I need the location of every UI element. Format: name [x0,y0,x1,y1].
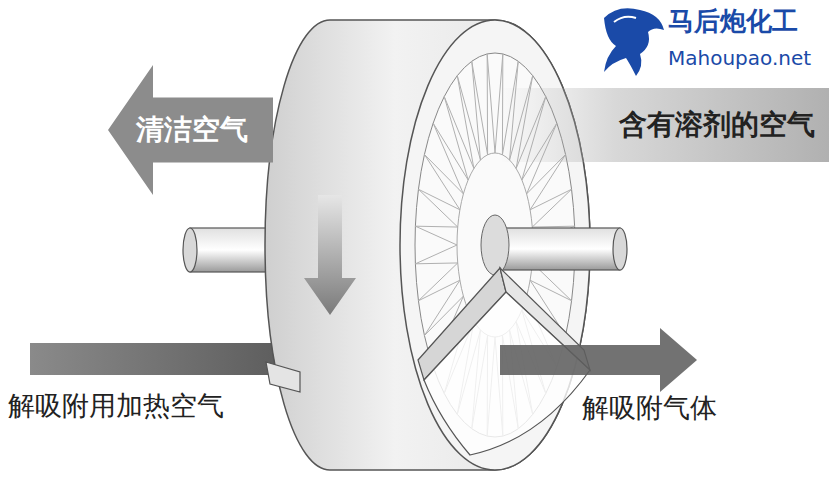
watermark: 马后炮化工 [668,4,798,39]
honeycomb-stroke [418,263,459,301]
honeycomb-stroke [472,61,488,160]
watermark-logo [614,17,636,22]
honeycomb-stroke [433,123,468,194]
flow-label: 解吸附用加热空气 [8,388,224,424]
shaft-end [183,228,197,272]
honeycomb-stroke [415,245,457,264]
flow-label: 解吸附气体 [582,390,717,426]
honeycomb-stroke [418,189,459,227]
honeycomb-stroke [444,97,474,180]
hub [481,215,509,275]
flow-label: 清洁空气 [136,111,248,149]
desorbed-gas-arrow [500,328,697,392]
rotation-arrow [304,195,356,315]
honeycomb-stroke [530,189,571,227]
honeycomb-stroke [487,54,495,155]
hot-air-arrow [30,343,278,375]
watermark: Mahoupao.net [668,46,811,70]
solvent-air-band: 含有溶剂的空气 [500,88,829,162]
sector-notch [266,362,300,392]
clean-air-arrow: 清洁空气 [108,65,273,195]
right-shaft [495,228,620,270]
flow-label: 含有溶剂的空气 [619,106,815,144]
watermark-logo [604,8,664,76]
shaft-end [613,228,627,270]
honeycomb-stroke [415,226,457,245]
